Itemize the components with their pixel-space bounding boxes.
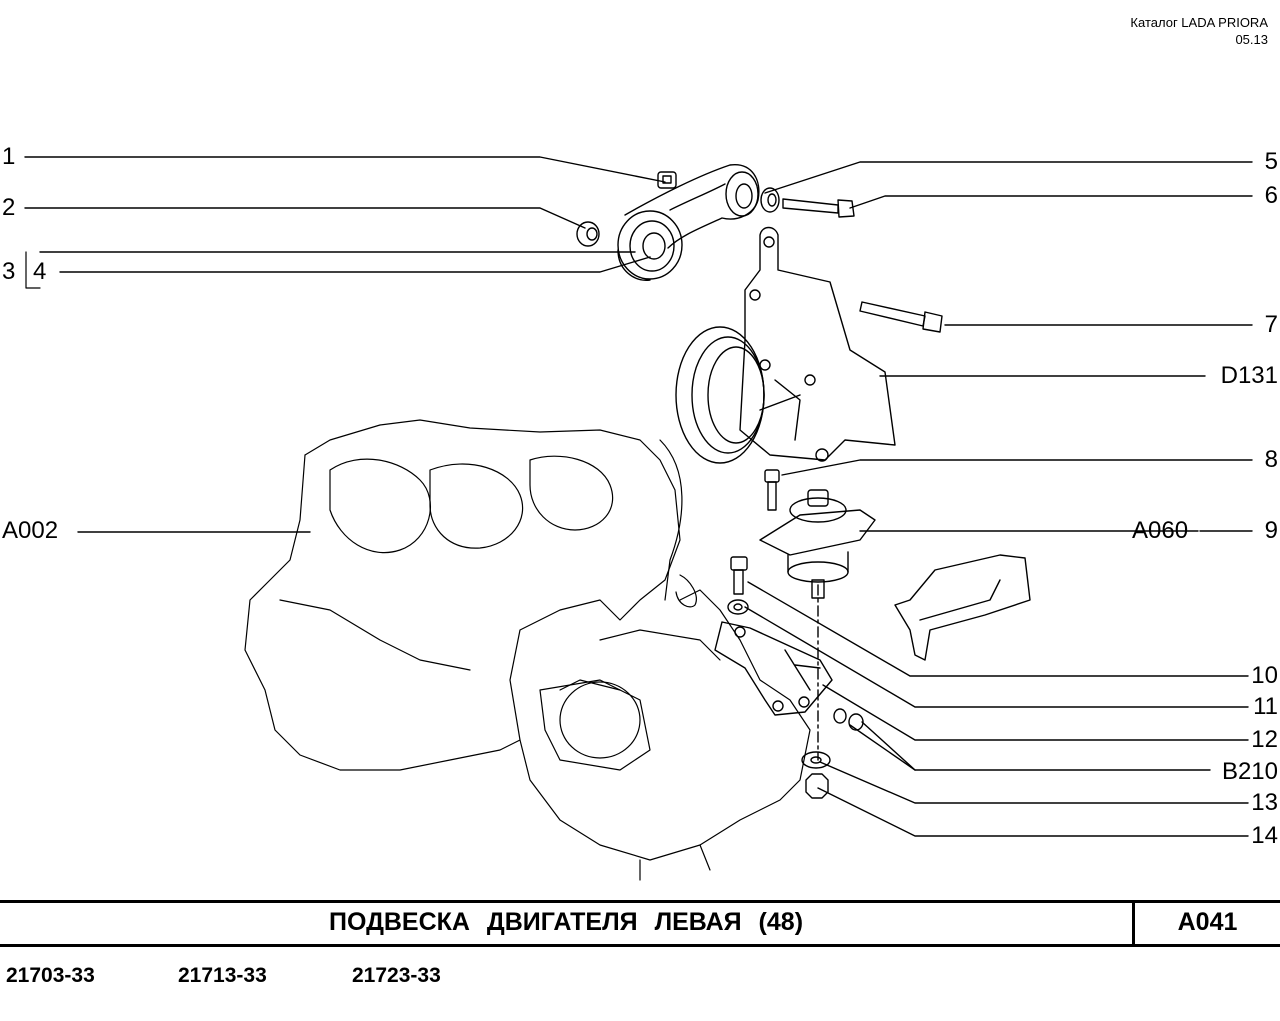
part-D131-pump-bracket [675,226,896,464]
model-code-3: 21723-33 [352,964,441,987]
footer-separator [1132,902,1135,946]
part-3-4-torque-rod [617,164,760,281]
callout-12: 12 [1251,726,1278,753]
part-8-bolt [764,469,780,511]
catalog-header: Каталог LADA PRIORA 05.13 [1130,14,1268,48]
heat-shield [894,554,1031,661]
part-7-bolt [859,301,943,333]
model-code-2: 21713-33 [178,964,267,987]
part-1-nut [657,171,677,189]
callout-D131: D131 [1220,362,1278,389]
callout-7: 7 [1264,311,1278,338]
callout-8: 8 [1264,446,1278,473]
section-code: A041 [1177,908,1238,936]
part-5-washer [760,187,780,213]
part-14-nut [805,773,829,799]
leader-lines-right [744,161,1253,837]
part-2-bushing [576,221,600,247]
callout-13: 13 [1251,789,1278,816]
callout-3: 3 [2,258,16,285]
part-11-washer [727,599,749,615]
part-6-bolt [782,198,855,218]
model-code-1: 21703-33 [6,964,95,987]
part-A002-engine-gearbox [244,419,811,881]
part-10-bolt [730,556,748,595]
callout-11: 11 [1253,693,1278,720]
catalog-date: 05.13 [1235,32,1268,47]
callout-9: 9 [1264,517,1278,544]
part-13-washer [801,751,831,769]
callout-A060: A060 [1132,517,1189,544]
part-9-engine-mount [759,489,876,599]
leader-lines-left [24,156,666,533]
catalog-title: Каталог LADA PRIORA [1130,15,1268,30]
footer-top-rule [0,900,1280,903]
callout-5: 5 [1264,148,1278,175]
footer-bottom-rule [0,944,1280,947]
part-12-bracket [714,621,833,716]
part-B210-nuts [833,708,864,731]
callout-B210: B210 [1221,758,1278,785]
callout-A002: A002 [2,517,59,544]
callout-6: 6 [1264,182,1278,209]
callout-2: 2 [2,194,16,221]
exploded-parts-diagram [24,156,1253,881]
callout-10: 10 [1251,662,1278,689]
callout-14: 14 [1251,822,1278,849]
callout-4: 4 [33,258,47,285]
page-title: ПОДВЕСКА ДВИГАТЕЛЯ ЛЕВАЯ (48) [328,908,804,936]
callout-1: 1 [2,143,16,170]
